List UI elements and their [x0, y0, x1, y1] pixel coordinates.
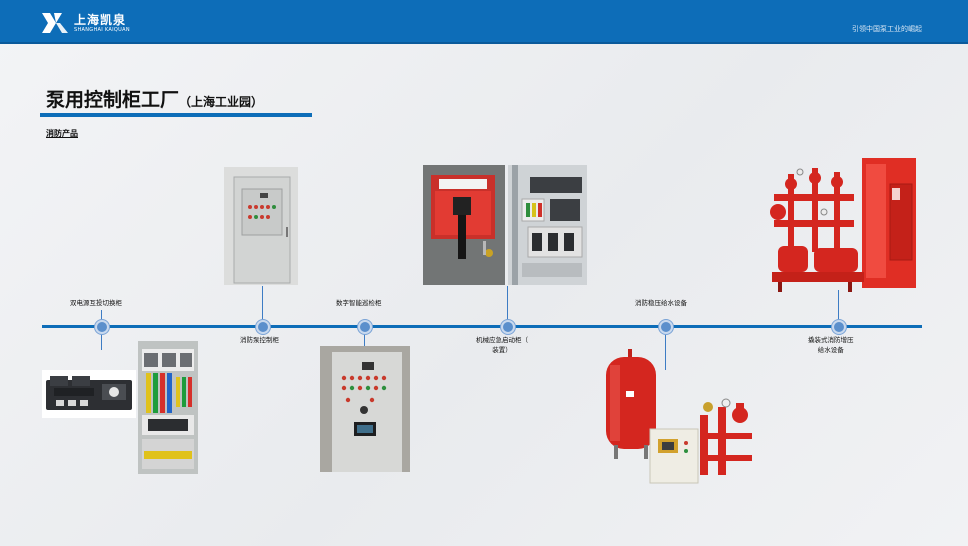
label-line-1: 撬装式消防增压 — [808, 336, 854, 344]
photo-digital-inspection-cabinet — [320, 346, 410, 472]
kaiquan-logo-icon — [42, 13, 68, 33]
connector-line — [364, 326, 365, 348]
banner-divider — [0, 42, 968, 44]
timeline-node — [501, 320, 515, 334]
label-pressure-stabilizing-equipment: 消防稳压给水设备 — [635, 299, 687, 307]
top-banner: 上海凯泉 SHANGHAI KAIQUAN 引领中国泵工业的崛起 — [0, 0, 968, 44]
title-underline — [40, 113, 312, 117]
wiring-illustration — [138, 341, 198, 474]
label-line-1: 机械应急启动柜（ — [476, 336, 528, 344]
label-skid-mounted-booster: 撬装式消防增压给水设备 — [808, 336, 854, 356]
photo-emergency-cabinet-interior — [508, 165, 587, 285]
photo-emergency-start-box — [423, 165, 505, 285]
label-digital-inspection-cabinet: 数字智能巡检柜 — [336, 299, 382, 307]
section-heading: 消防产品 — [46, 129, 78, 138]
timeline-axis — [42, 325, 922, 328]
timeline-node — [358, 320, 372, 334]
page-title: 泵用控制柜工厂（上海工业园） — [46, 85, 263, 112]
inspection-cabinet-illustration — [320, 346, 410, 472]
page-title-main: 泵用控制柜工厂 — [46, 89, 180, 111]
photo-fire-pump-cabinet — [224, 167, 298, 285]
timeline-node — [832, 320, 846, 334]
slogan: 引领中国泵工业的崛起 — [852, 25, 922, 33]
connector-line — [665, 326, 666, 370]
cabinet-illustration — [224, 167, 298, 285]
transfer-switch-illustration — [46, 376, 132, 410]
photo-transfer-switch — [42, 370, 136, 418]
logo-english-name: SHANGHAI KAIQUAN — [74, 26, 130, 33]
photo-pressure-stabilizing-equipment — [600, 345, 766, 485]
photo-dual-power-wiring — [138, 341, 198, 474]
connector-line — [838, 290, 839, 326]
timeline-node — [95, 320, 109, 334]
emergency-box-illustration — [423, 165, 505, 285]
connector-line — [507, 286, 508, 326]
cabinet-interior-illustration — [508, 165, 587, 285]
page-title-subtitle: （上海工业园） — [179, 95, 264, 109]
timeline-node — [659, 320, 673, 334]
connector-line — [262, 286, 263, 326]
booster-equipment-illustration — [770, 158, 916, 292]
label-line-2: 给水设备 — [817, 345, 844, 354]
logo-chinese-name: 上海凯泉 — [74, 12, 127, 27]
timeline-node — [256, 320, 270, 334]
label-line-2: 装置） — [492, 345, 512, 354]
photo-skid-mounted-booster — [764, 154, 916, 296]
label-mechanical-emergency-cabinet: 机械应急启动柜（装置） — [476, 336, 528, 356]
label-dual-power-cabinet: 双电源互投切换柜 — [70, 299, 122, 307]
label-fire-pump-control-cabinet: 消防泵控制柜 — [240, 336, 279, 344]
company-logo: 上海凯泉 SHANGHAI KAIQUAN — [40, 10, 130, 36]
stabilizing-equipment-illustration — [606, 349, 752, 484]
